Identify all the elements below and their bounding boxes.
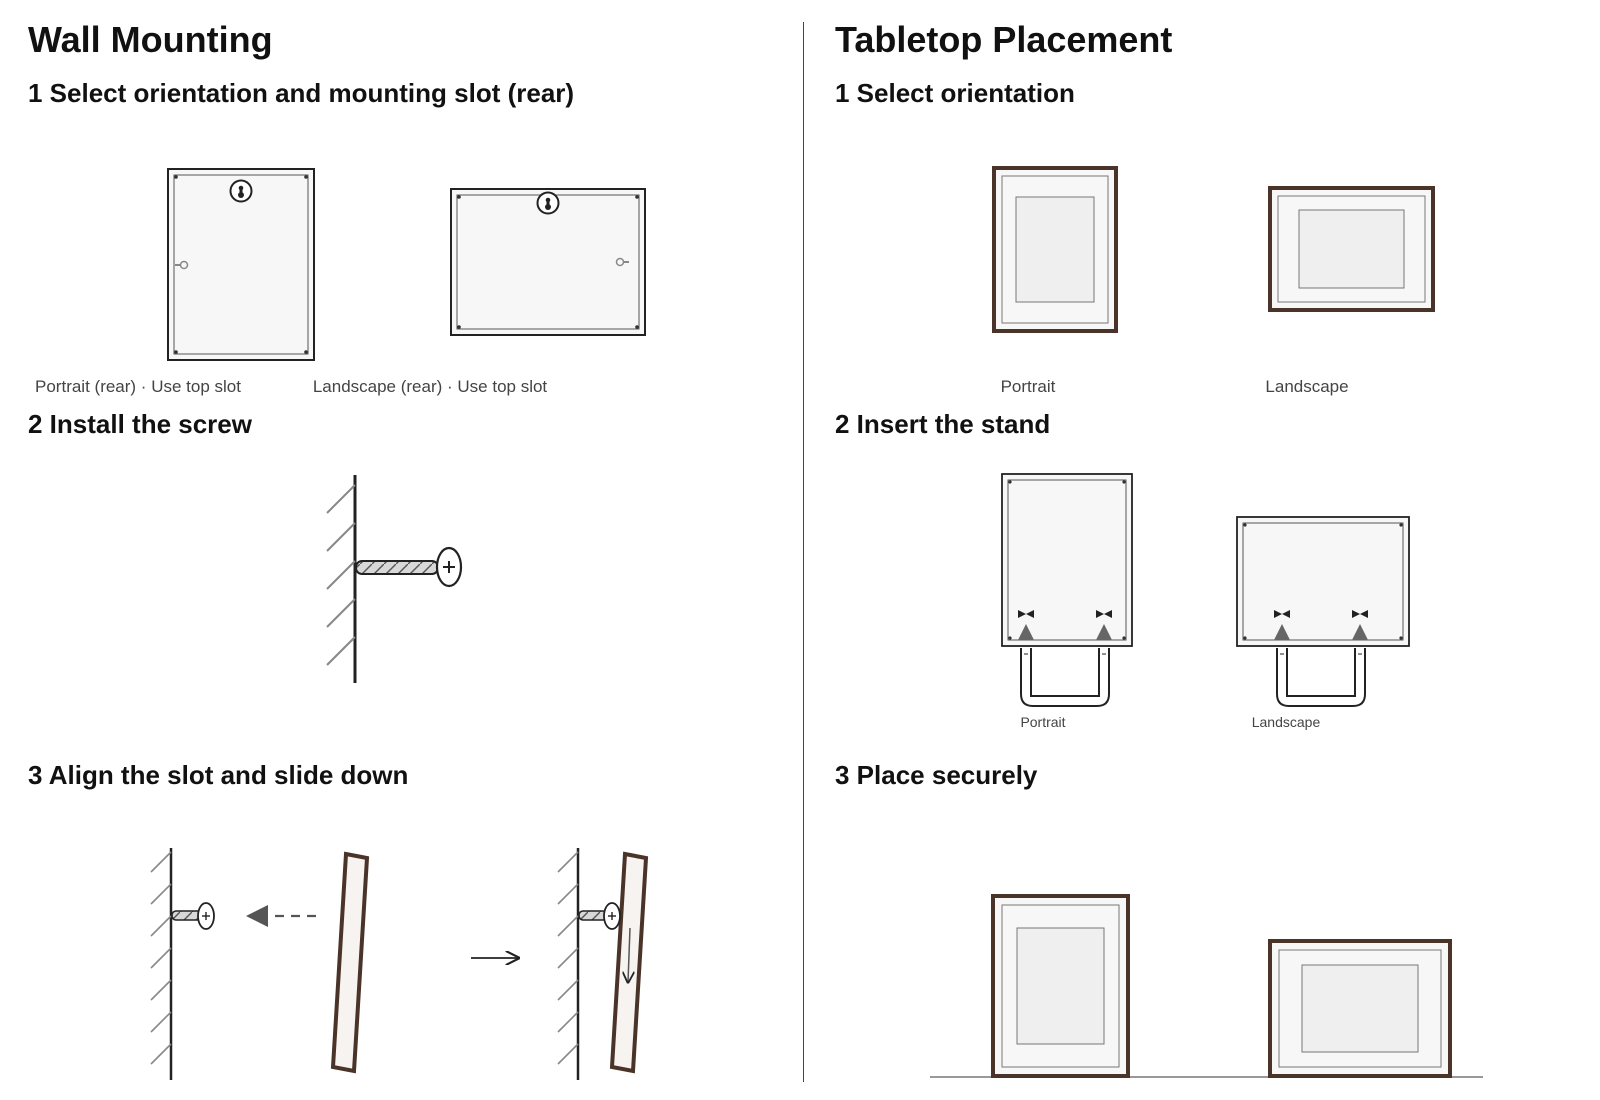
wall-step1-caption-landscape: Landscape (rear) · Use top slot bbox=[312, 377, 548, 396]
wall-mounting-title: Wall Mounting bbox=[28, 19, 273, 60]
tabletop-step1-caption-landscape: Landscape bbox=[1265, 377, 1349, 396]
stand-slot-icon bbox=[1274, 610, 1368, 618]
tabletop-step1-heading: 1 Select orientation bbox=[835, 78, 1075, 108]
tabletop-step2-caption-landscape: Landscape bbox=[1251, 714, 1321, 730]
stand-insert-landscape bbox=[1236, 516, 1410, 707]
stand-insert-portrait bbox=[1001, 473, 1133, 707]
screw-head-icon bbox=[603, 902, 621, 930]
wall-rear-portrait-panel bbox=[167, 168, 315, 361]
placed-portrait-frame bbox=[991, 894, 1130, 1078]
top-keyhole-slot-icon bbox=[536, 191, 560, 215]
tabletop-portrait-frame bbox=[992, 166, 1118, 333]
placed-frames-illustration bbox=[930, 894, 1483, 1078]
screw-head-icon bbox=[197, 902, 215, 930]
stand-slot-icon bbox=[1018, 610, 1112, 618]
wall-step1-heading: 1 Select orientation and mounting slot (… bbox=[28, 78, 575, 108]
side-keyhole-slot-icon bbox=[175, 260, 189, 270]
wall-step2-heading: 2 Install the screw bbox=[28, 409, 252, 439]
tabletop-step2-heading: 2 Insert the stand bbox=[835, 409, 1051, 439]
wall-rear-landscape-panel bbox=[450, 188, 646, 336]
top-keyhole-slot-icon bbox=[229, 179, 253, 203]
tabletop-landscape-frame bbox=[1268, 186, 1435, 312]
screw-head-icon bbox=[435, 546, 463, 588]
wall-step1-caption-portrait: Portrait (rear) · Use top slot bbox=[35, 377, 241, 396]
dashed-arrow-icon bbox=[246, 905, 316, 927]
screw-install-illustration bbox=[326, 475, 463, 683]
side-keyhole-slot-icon bbox=[615, 257, 629, 267]
tabletop-step1-caption-portrait: Portrait bbox=[1000, 377, 1056, 396]
align-slot-illustration bbox=[150, 848, 649, 1080]
wall-step3-heading: 3 Align the slot and slide down bbox=[28, 760, 409, 790]
placed-landscape-frame bbox=[1268, 939, 1452, 1078]
tabletop-step2-caption-portrait: Portrait bbox=[1020, 714, 1066, 730]
slide-down-arrow-icon bbox=[628, 927, 630, 982]
tabletop-placement-title: Tabletop Placement bbox=[835, 19, 1173, 60]
tabletop-step3-heading: 3 Place securely bbox=[835, 760, 1038, 790]
section-divider bbox=[803, 22, 804, 1082]
